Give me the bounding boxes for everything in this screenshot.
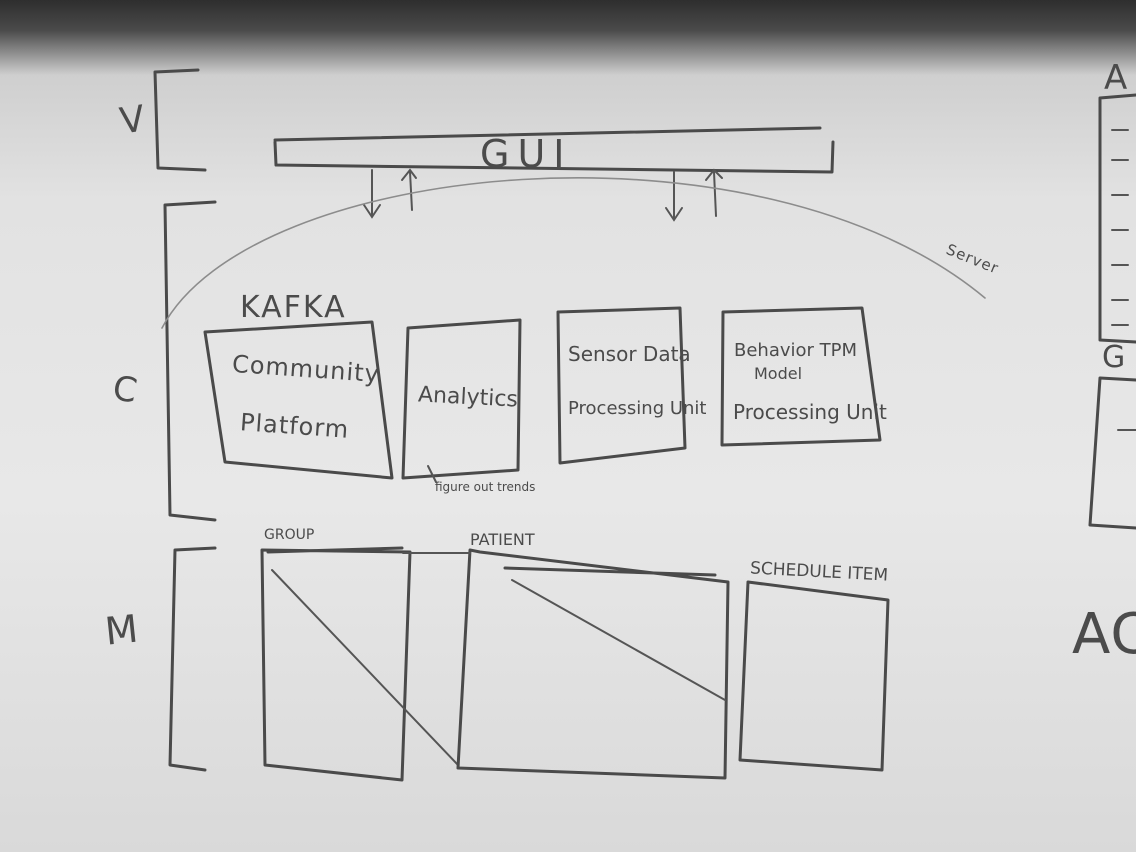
kafka-label: KAFKA — [240, 290, 347, 325]
right-edge-ticks — [1111, 129, 1129, 326]
right-edge-letters-bottom: AC — [1072, 602, 1136, 667]
patient-label: PATIENT — [470, 530, 535, 549]
group-table — [260, 546, 412, 782]
arrow-down-left — [363, 169, 381, 219]
community-platform-box — [203, 320, 394, 480]
group-label: GROUP — [264, 527, 315, 543]
schedule-item-table — [738, 580, 890, 772]
view-bracket — [153, 68, 207, 172]
right-edge-letter-mid: G — [1102, 340, 1127, 375]
arrow-up-left — [401, 168, 417, 211]
behavior-model-line1b: Model — [754, 364, 803, 383]
patient-table — [456, 548, 730, 780]
analytics-note-pointer — [427, 465, 437, 483]
right-edge-box-mid — [1088, 376, 1136, 530]
sensor-data-line2: Processing Unit — [568, 398, 707, 419]
controller-bracket — [163, 200, 217, 522]
view-layer-label: V — [117, 98, 149, 143]
analytics-label: Analytics — [417, 382, 519, 413]
server-boundary-arc — [161, 177, 986, 329]
behavior-model-line2: Processing Unit — [733, 400, 887, 424]
analytics-box — [401, 318, 522, 480]
model-bracket — [168, 546, 217, 772]
right-edge-letter-top: A — [1104, 58, 1129, 98]
group-diagonal — [271, 569, 459, 766]
gui-label: GUI — [480, 132, 573, 176]
analytics-note: figure out trends — [435, 480, 536, 494]
behavior-model-box — [720, 306, 882, 447]
right-edge-box-top — [1098, 93, 1136, 344]
gui-box — [273, 126, 835, 174]
sensor-data-box — [556, 306, 687, 465]
sensor-data-line1: Sensor Data — [568, 342, 691, 366]
model-layer-label: M — [102, 606, 142, 654]
behavior-model-line1: Behavior TPM — [734, 340, 858, 361]
patient-diagonal — [511, 579, 726, 701]
arrow-down-right — [665, 171, 683, 222]
arrow-up-right — [705, 168, 723, 217]
